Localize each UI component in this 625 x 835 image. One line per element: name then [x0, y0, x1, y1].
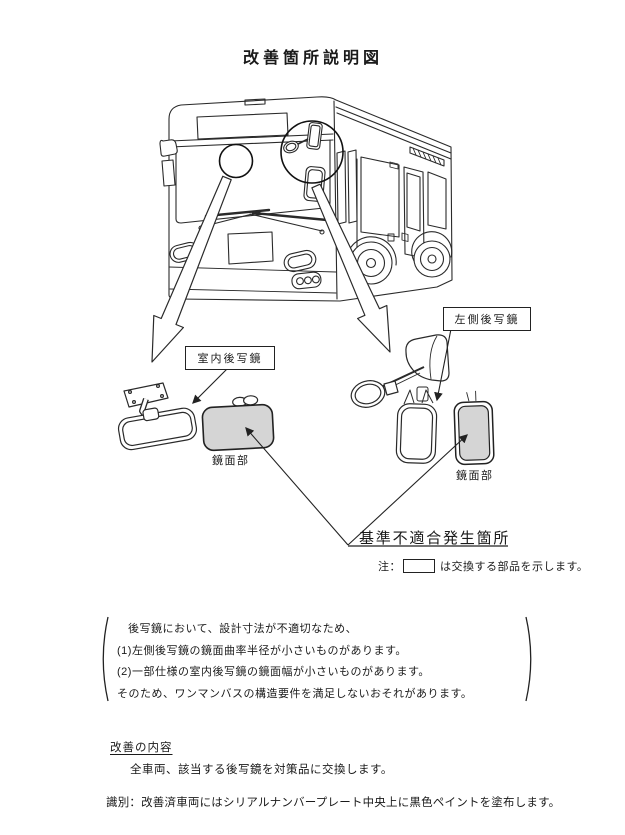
windshield-highlight-circle	[218, 143, 254, 179]
right-paren-icon	[525, 616, 532, 702]
mirror-face-label-interior: 鏡面部	[212, 455, 250, 467]
description-line: (1)左側後写鏡の鏡面曲率半径が小さいものがあります。	[117, 644, 407, 657]
description-lines: 後写鏡において、設計寸法が不適切なため、 (1)左側後写鏡の鏡面曲率半径が小さい…	[117, 619, 472, 705]
bus-side-mirror	[283, 122, 326, 202]
left-mirror-detail	[350, 334, 450, 464]
improvement-heading: 改善の内容	[110, 742, 173, 754]
identification-note: 識別：改善済車両にはシリアルナンバープレート中央上に黒色ペイントを塗布します。	[106, 797, 561, 809]
mirror-face-label-left: 鏡面部	[456, 470, 494, 482]
interior-mirror-face	[201, 395, 275, 452]
interior-mirror-label: 室内後写鏡	[197, 353, 263, 365]
legend-note-prefix: 注：	[378, 561, 401, 573]
legend-swatch-box	[403, 559, 435, 573]
description-line: 後写鏡において、設計寸法が不適切なため、	[128, 623, 358, 635]
description-line: (2)一部仕様の室内後写鏡の鏡面幅が小さいものがあります。	[117, 666, 430, 678]
description-block: 後写鏡において、設計寸法が不適切なため、 (1)左側後写鏡の鏡面曲率半径が小さい…	[97, 614, 537, 704]
improvement-body: 全車両、該当する後写鏡を対策品に交換します。	[130, 764, 393, 776]
legend-note: 注： は交換する部品を示します。	[378, 558, 588, 574]
page-title: 改善箇所説明図	[243, 50, 384, 67]
pointer-arrows	[192, 328, 468, 546]
left-mirror-label-box: 左側後写鏡	[443, 307, 531, 331]
callout-arrow-side-mirror	[311, 183, 391, 353]
interior-mirror-label-box: 室内後写鏡	[185, 346, 275, 370]
left-mirror-face	[453, 390, 495, 466]
left-paren-icon	[102, 616, 109, 702]
callout-arrow-windshield	[151, 175, 232, 363]
mirror-highlight-circle	[280, 120, 344, 184]
left-mirror-label: 左側後写鏡	[454, 314, 520, 326]
interior-mirror-detail	[117, 382, 198, 451]
legend-note-suffix: は交換する部品を示します。	[440, 561, 589, 573]
description-line: そのため、ワンマンバスの構造要件を満足しないおそれがあります。	[117, 687, 473, 700]
nonconformity-heading: 基準不適合発生箇所	[359, 530, 511, 547]
